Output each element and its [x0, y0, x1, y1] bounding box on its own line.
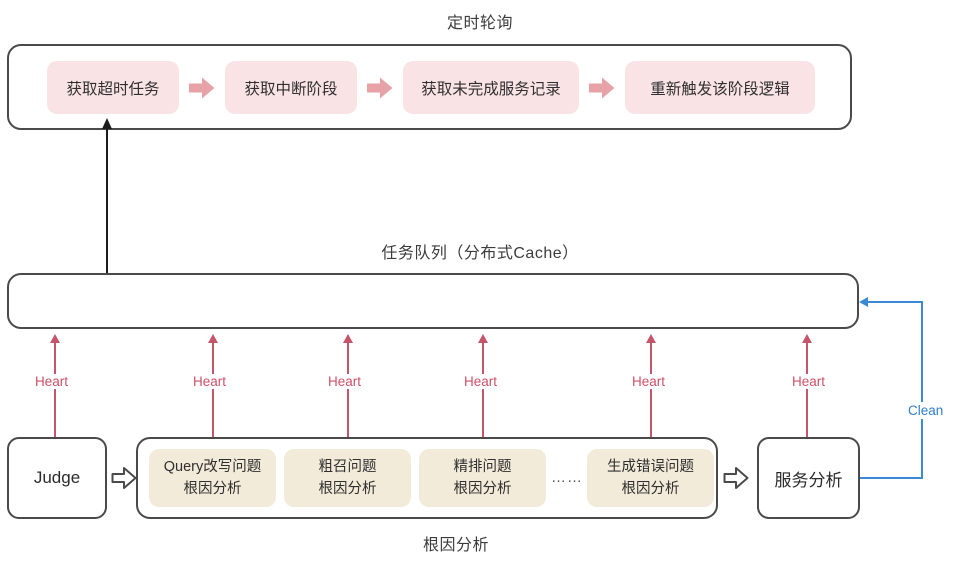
clean-edge-label: Clean: [905, 402, 947, 419]
judge-to-analysis-arrow-icon: [111, 466, 137, 495]
polling-step-1-label: 获取超时任务: [66, 80, 160, 98]
right-block-arrow-icon: [589, 77, 615, 99]
analysis-card-1-line2: 根因分析: [183, 481, 242, 497]
task-queue-container: [7, 273, 859, 329]
heartbeat-6-line: [806, 342, 808, 437]
polling-title: 定时轮询: [446, 15, 513, 32]
right-block-arrow-icon: [189, 77, 215, 99]
queue-title: 任务队列（分布式Cache）: [381, 245, 579, 262]
analysis-card-3-line1: 精排问题: [453, 458, 512, 475]
service-analysis-label: 服务分析: [774, 470, 843, 490]
heartbeat-5-arrowhead: [645, 334, 656, 343]
analysis-card-4-line1: 生成错误问题: [607, 458, 694, 475]
heartbeat-2-line: [212, 342, 214, 437]
polling-step-4-label: 重新触发该阶段逻辑: [650, 80, 790, 98]
heartbeat-5-line: [650, 342, 652, 437]
judge-label: Judge: [33, 468, 81, 487]
analysis-card-3-line2: 根因分析: [453, 481, 512, 497]
analysis-card-2-line1: 粗召问题: [318, 458, 377, 475]
heartbeat-2-label: Heart: [190, 374, 230, 389]
polling-step-2-label: 获取中断阶段: [244, 80, 338, 98]
analysis-card-2-line2: 根因分析: [318, 481, 377, 497]
polling-step-4[interactable]: 重新触发该阶段逻辑: [625, 61, 815, 114]
judge-box[interactable]: Judge: [7, 437, 107, 519]
polling-step-1[interactable]: 获取超时任务: [47, 61, 179, 114]
heartbeat-1-line: [54, 342, 56, 437]
clean-edge-arrowhead: [859, 297, 868, 307]
analysis-card-1[interactable]: Query改写问题 根因分析: [149, 449, 276, 507]
heartbeat-4-arrowhead: [477, 334, 488, 343]
analysis-to-service-arrow-icon: [723, 466, 749, 495]
clean-edge-segment-top: [868, 301, 923, 303]
heartbeat-3-line: [347, 342, 349, 437]
analysis-ellipsis: ……: [551, 469, 583, 486]
step-arrow-2-icon: [367, 77, 393, 104]
heartbeat-1-arrowhead: [49, 334, 60, 343]
heartbeat-4-label: Heart: [461, 374, 501, 389]
poll-trigger-arrowhead: [101, 118, 112, 129]
root-cause-analysis-caption: 根因分析: [422, 537, 489, 554]
heartbeat-1-label: Heart: [32, 374, 72, 389]
right-block-arrow-outline-icon: [723, 467, 749, 489]
right-block-arrow-icon: [367, 77, 393, 99]
heartbeat-3-label: Heart: [325, 374, 365, 389]
heartbeat-3-arrowhead: [342, 334, 353, 343]
heartbeat-4-line: [482, 342, 484, 437]
clean-edge-segment-bottom: [860, 477, 923, 479]
analysis-card-3[interactable]: 精排问题 根因分析: [419, 449, 546, 507]
polling-step-2[interactable]: 获取中断阶段: [225, 61, 357, 114]
step-arrow-1-icon: [189, 77, 215, 104]
polling-step-3[interactable]: 获取未完成服务记录: [403, 61, 579, 114]
step-arrow-3-icon: [589, 77, 615, 104]
analysis-card-2[interactable]: 粗召问题 根因分析: [284, 449, 411, 507]
heartbeat-2-arrowhead: [207, 334, 218, 343]
right-block-arrow-outline-icon: [111, 467, 137, 489]
heartbeat-5-label: Heart: [629, 374, 669, 389]
analysis-card-1-line1: Query改写问题: [163, 458, 262, 475]
analysis-card-4-line2: 根因分析: [621, 481, 680, 497]
heartbeat-6-arrowhead: [801, 334, 812, 343]
clean-edge-segment-vertical: [921, 301, 923, 478]
analysis-card-4[interactable]: 生成错误问题 根因分析: [587, 449, 714, 507]
heartbeat-6-label: Heart: [789, 374, 829, 389]
polling-step-3-label: 获取未完成服务记录: [421, 80, 561, 98]
service-analysis-box[interactable]: 服务分析: [757, 437, 860, 519]
poll-trigger-edge: [106, 128, 108, 274]
